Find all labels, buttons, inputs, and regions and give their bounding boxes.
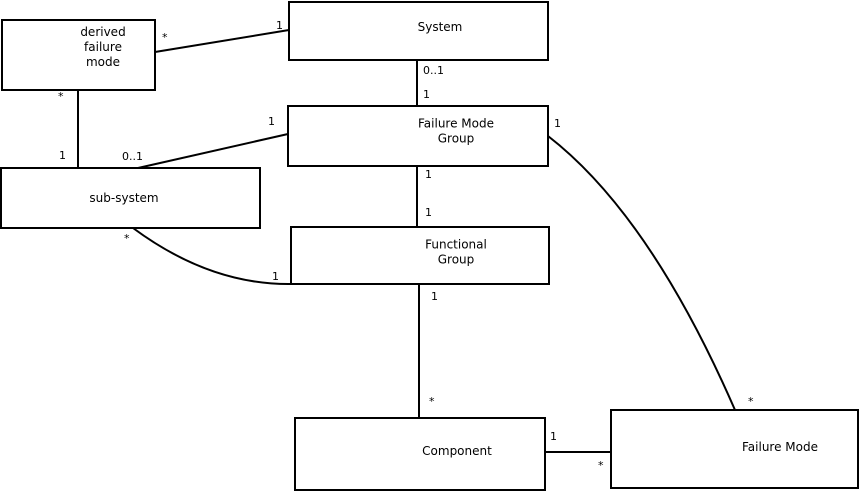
multiplicity-label: 1 xyxy=(431,290,438,303)
class-box-label: Component xyxy=(422,444,492,458)
class-box-rect[interactable] xyxy=(288,1,549,61)
multiplicity-label: 1 xyxy=(423,88,430,101)
multiplicity-label: * xyxy=(748,395,754,408)
class-box-label-line: Failure Mode xyxy=(418,116,494,130)
multiplicity-label: 0..1 xyxy=(122,150,143,163)
class-box-system[interactable]: System xyxy=(288,1,549,61)
class-box-failure-mode[interactable]: Failure Mode xyxy=(610,409,859,489)
class-box-label-line: Component xyxy=(422,444,492,458)
class-box-label: System xyxy=(418,20,463,34)
edge-failure-mode-group-failure-mode xyxy=(547,135,736,411)
class-box-label-line: Functional xyxy=(425,237,487,251)
class-box-label-line: Failure Mode xyxy=(742,440,818,454)
edge-sub-system-functional-group xyxy=(132,227,292,286)
edges-layer xyxy=(77,29,736,453)
multiplicity-label: 1 xyxy=(550,430,557,443)
class-box-label-line: Group xyxy=(438,252,475,266)
multiplicity-label: 1 xyxy=(268,115,275,128)
multiplicity-label: 1 xyxy=(272,270,279,283)
multiplicity-label: 1 xyxy=(425,206,432,219)
edge-sub-system-failure-mode-group xyxy=(137,133,289,169)
class-box-label-line: System xyxy=(418,20,463,34)
class-box-label-line: mode xyxy=(86,55,120,69)
multiplicity-label: * xyxy=(162,31,168,44)
edge-derived-failure-mode-system xyxy=(154,29,290,53)
multiplicity-label: * xyxy=(598,459,604,472)
class-box-rect[interactable] xyxy=(290,226,550,285)
multiplicity-label: 1 xyxy=(554,117,561,130)
class-box-rect[interactable] xyxy=(0,167,261,229)
class-box-label-line: Group xyxy=(438,131,475,145)
class-box-rect[interactable] xyxy=(287,105,549,167)
class-box-label: Failure Mode xyxy=(742,440,818,454)
class-box-rect[interactable] xyxy=(1,19,156,91)
multiplicity-label: 1 xyxy=(59,149,66,162)
class-box-component[interactable]: Component xyxy=(294,417,546,491)
class-box-sub-system[interactable]: sub-system xyxy=(0,167,261,229)
multiplicity-label: 0..1 xyxy=(423,64,444,77)
multiplicity-label: * xyxy=(124,232,130,245)
class-box-rect[interactable] xyxy=(610,409,859,489)
class-box-label-line: derived xyxy=(80,25,125,39)
class-box-label-line: sub-system xyxy=(89,191,158,205)
class-box-rect[interactable] xyxy=(294,417,546,491)
multiplicity-labels-layer: * 1 0..1 1 * 1 0..1 1 1 1 * 1 1 * 1 * 1 * xyxy=(58,19,754,472)
multiplicity-label: 1 xyxy=(276,19,283,32)
class-box-label-line: failure xyxy=(84,40,122,54)
multiplicity-label: * xyxy=(429,395,435,408)
class-box-label: sub-system xyxy=(89,191,158,205)
multiplicity-label: * xyxy=(58,90,64,103)
multiplicity-label: 1 xyxy=(425,168,432,181)
